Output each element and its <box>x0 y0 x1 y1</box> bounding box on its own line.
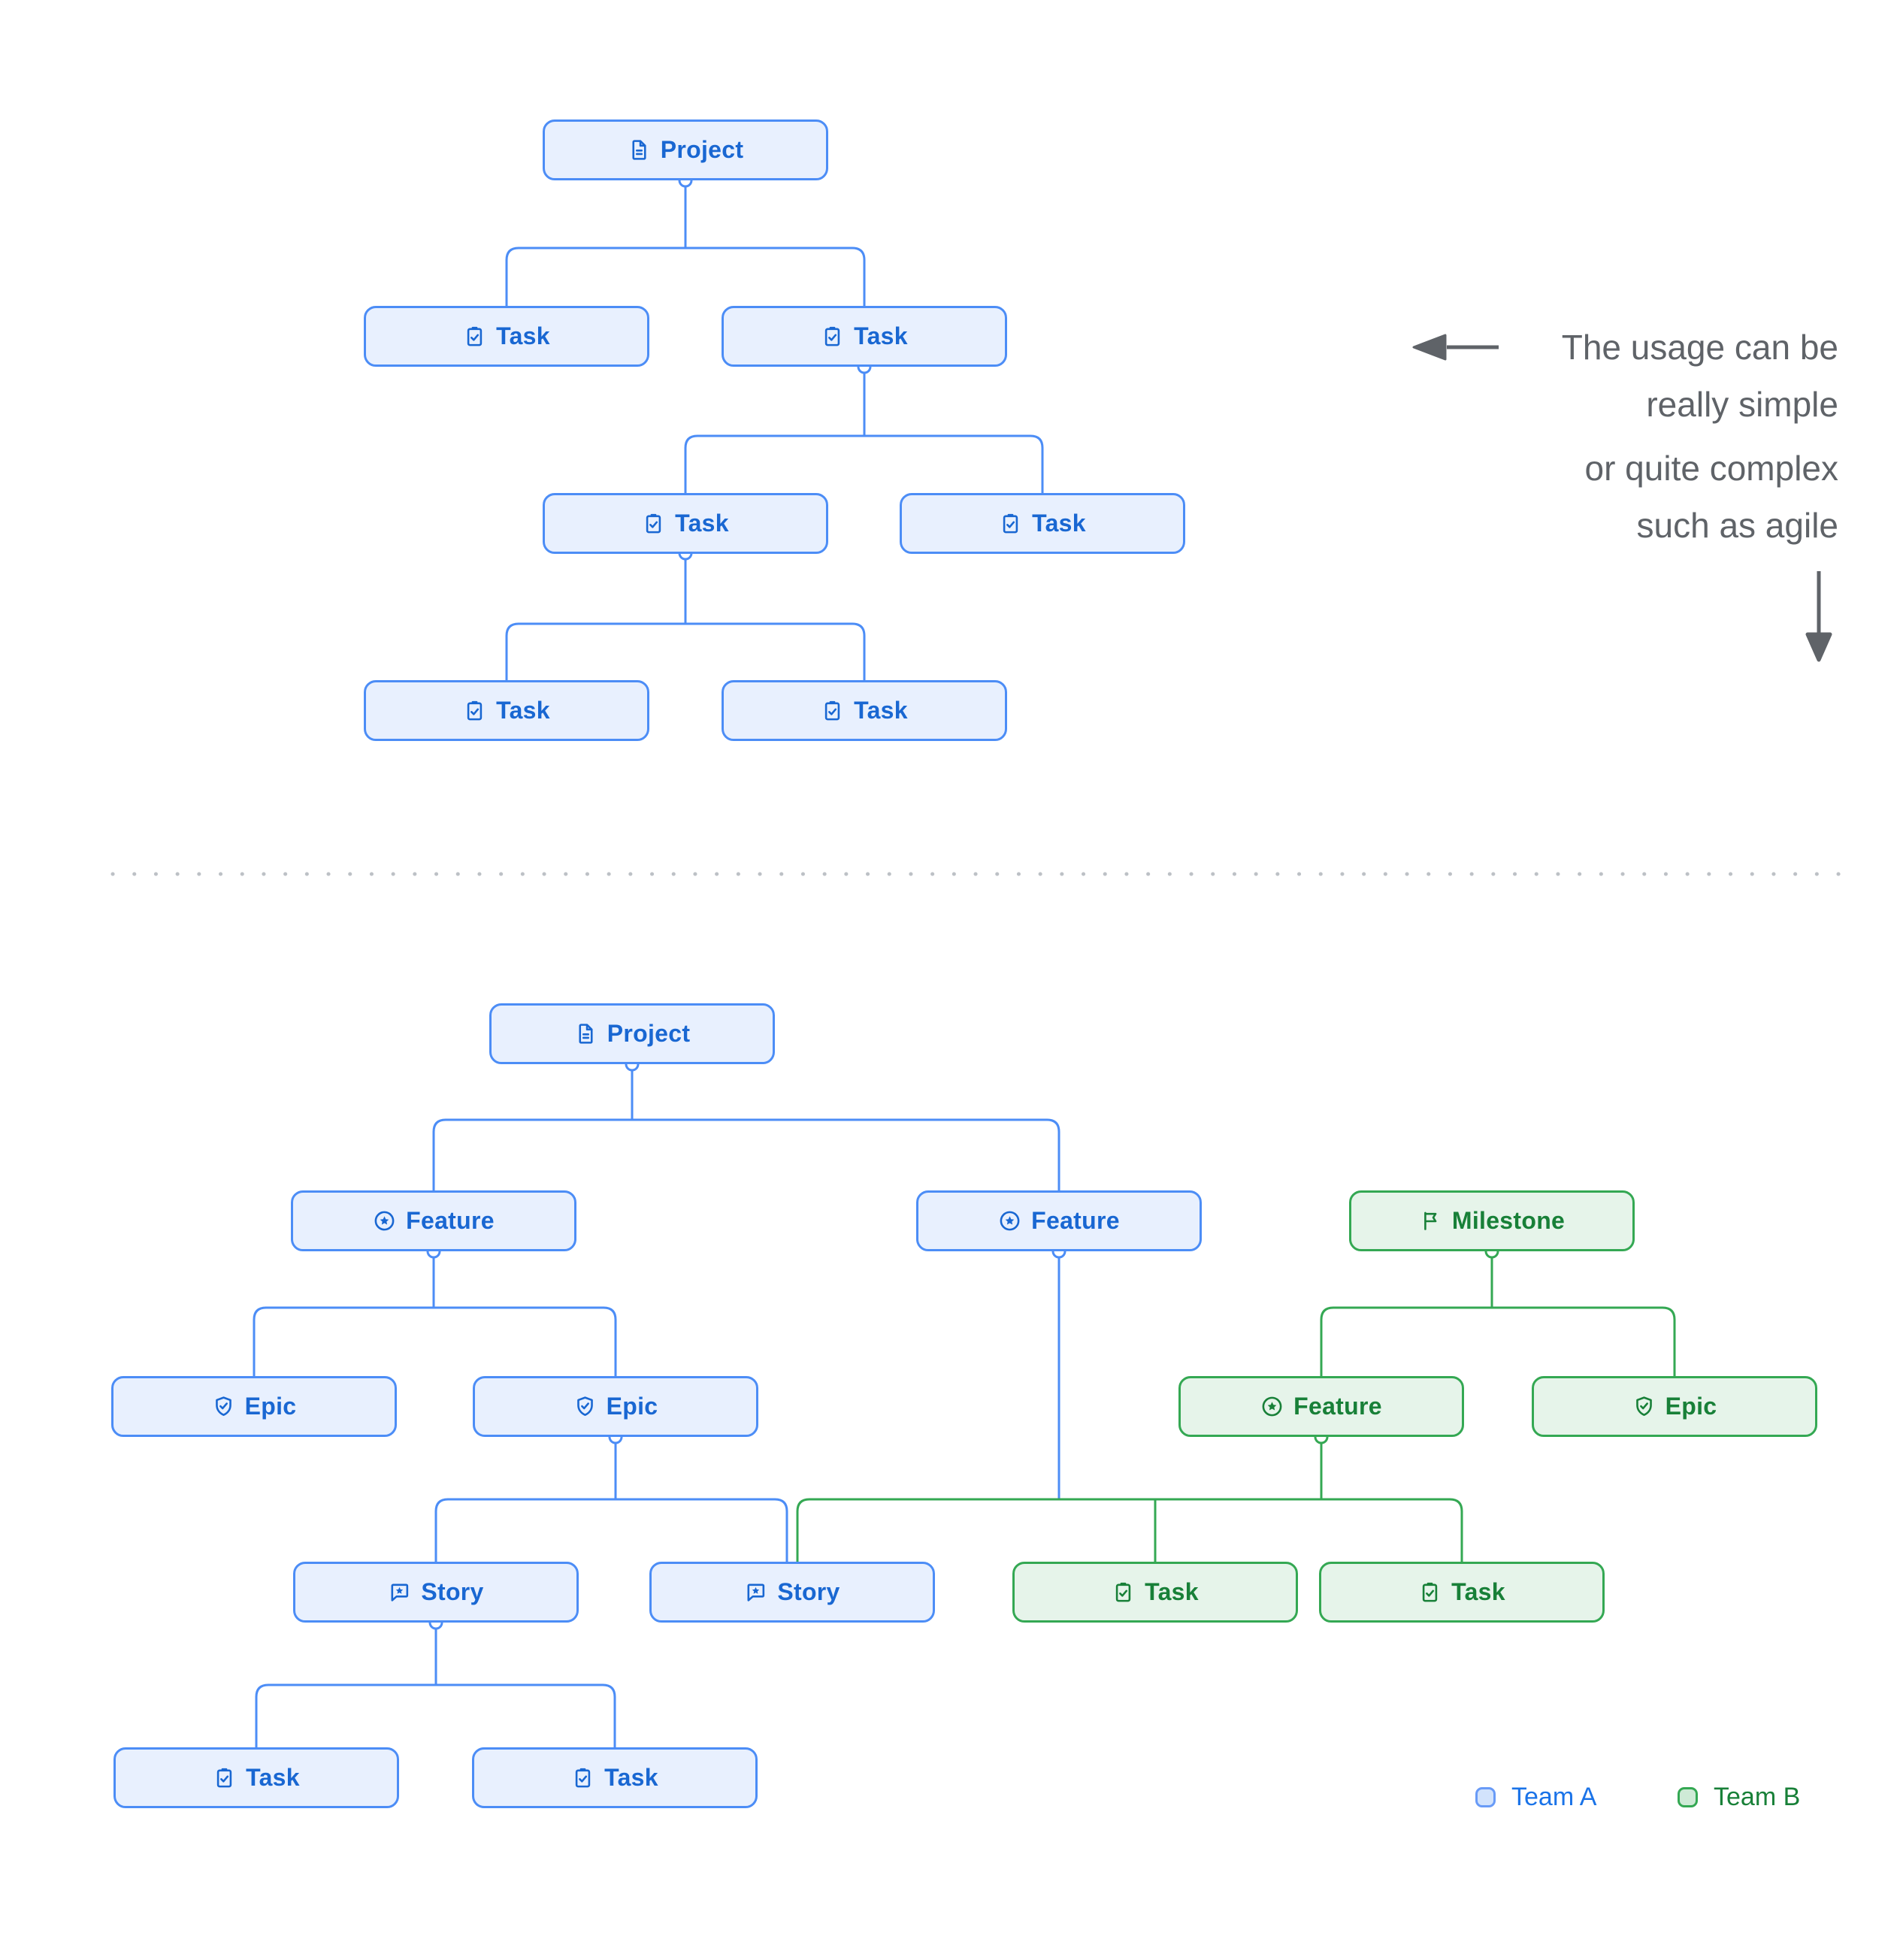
annotation-text: The usage can be really simple or quite … <box>1562 319 1838 554</box>
node-label: Task <box>1032 510 1086 537</box>
task-icon <box>463 325 486 348</box>
node-label: Task <box>1145 1578 1199 1605</box>
node-task: Task <box>722 680 1007 741</box>
node-task: Task <box>113 1747 399 1808</box>
node-task: Task <box>900 493 1185 554</box>
node-milestone: Milestone <box>1349 1190 1635 1251</box>
task-icon <box>463 699 486 722</box>
legend-team-a: Team A <box>1475 1783 1596 1812</box>
node-feature: Feature <box>916 1190 1202 1251</box>
node-task: Task <box>1319 1562 1605 1623</box>
complex-tree-connectors-team-b <box>796 1251 1676 1562</box>
node-story: Story <box>649 1562 935 1623</box>
simple-tree-connectors <box>505 180 1044 680</box>
document-icon <box>574 1022 598 1045</box>
node-feature: Feature <box>1178 1376 1464 1437</box>
node-label: Story <box>777 1578 840 1605</box>
node-label: Milestone <box>1451 1207 1566 1234</box>
annotation-line-2: really simple <box>1646 385 1838 424</box>
node-task: Task <box>472 1747 758 1808</box>
epic-icon <box>1632 1395 1656 1418</box>
node-label: Task <box>496 322 550 349</box>
node-label: Epic <box>244 1393 297 1420</box>
epic-icon <box>212 1395 235 1418</box>
node-label: Task <box>1451 1578 1505 1605</box>
task-icon <box>821 325 844 348</box>
team-a-swatch <box>1475 1787 1496 1807</box>
node-project: Project <box>543 119 828 180</box>
legend-label-team-a: Team A <box>1511 1783 1597 1811</box>
down-arrow-icon <box>1805 571 1832 662</box>
node-label: Epic <box>1665 1393 1717 1420</box>
team-b-swatch <box>1678 1787 1698 1807</box>
task-icon <box>1418 1580 1442 1604</box>
node-label: Task <box>246 1764 300 1791</box>
node-label: Task <box>604 1764 658 1791</box>
task-icon <box>821 699 844 722</box>
story-icon <box>388 1580 411 1604</box>
node-epic: Epic <box>1532 1376 1817 1437</box>
task-icon <box>642 512 665 535</box>
task-icon <box>1112 1580 1135 1604</box>
feature-icon <box>998 1209 1021 1233</box>
story-icon <box>744 1580 767 1604</box>
node-label: Project <box>660 136 744 163</box>
feature-icon <box>373 1209 396 1233</box>
epic-icon <box>573 1395 597 1418</box>
annotation-line-1: The usage can be <box>1561 328 1838 367</box>
node-epic: Epic <box>111 1376 397 1437</box>
node-label: Epic <box>606 1393 658 1420</box>
node-epic: Epic <box>473 1376 758 1437</box>
node-task: Task <box>722 306 1007 367</box>
node-feature: Feature <box>291 1190 576 1251</box>
legend-label-team-b: Team B <box>1714 1783 1801 1811</box>
node-project: Project <box>489 1003 775 1064</box>
node-task: Task <box>543 493 828 554</box>
task-icon <box>999 512 1022 535</box>
task-icon <box>213 1766 236 1789</box>
node-task: Task <box>1012 1562 1298 1623</box>
node-task: Task <box>364 306 649 367</box>
node-label: Feature <box>1293 1393 1382 1420</box>
node-story: Story <box>293 1562 579 1623</box>
document-icon <box>628 138 651 162</box>
milestone-icon <box>1419 1209 1442 1233</box>
node-label: Story <box>421 1578 484 1605</box>
node-label: Feature <box>1031 1207 1120 1234</box>
node-label: Task <box>496 697 550 724</box>
node-label: Task <box>854 697 908 724</box>
node-label: Task <box>854 322 908 349</box>
node-label: Project <box>607 1020 691 1047</box>
annotation-line-3: or quite complex <box>1584 449 1839 488</box>
annotation-line-4: such as agile <box>1636 506 1839 545</box>
left-arrow-icon <box>1412 334 1499 361</box>
feature-icon <box>1260 1395 1284 1418</box>
task-icon <box>571 1766 594 1789</box>
legend-team-b: Team B <box>1678 1783 1800 1812</box>
node-label: Feature <box>406 1207 495 1234</box>
node-label: Task <box>675 510 729 537</box>
node-task: Task <box>364 680 649 741</box>
complex-tree-connectors-team-a <box>253 1064 1060 1747</box>
